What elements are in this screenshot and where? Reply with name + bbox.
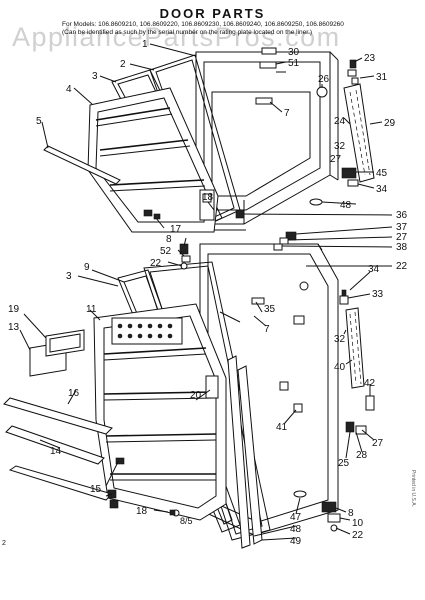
part-label: 42	[364, 378, 376, 389]
part-label: 24	[334, 116, 346, 127]
dairy-compartment	[111, 317, 183, 345]
part-label: 31	[376, 72, 388, 83]
part-label: 7	[284, 108, 290, 119]
part-label: 45	[376, 168, 388, 179]
part-label: 47	[290, 512, 302, 523]
part-label: 49	[290, 536, 302, 547]
part-label: 32	[334, 141, 346, 152]
part-label: 22	[150, 258, 162, 269]
part-label: 35	[264, 304, 276, 315]
leader-lines	[19, 43, 393, 541]
part-label: 13	[8, 322, 20, 333]
part-label: 28	[356, 450, 368, 461]
part-label: 37	[396, 222, 408, 233]
part-label: 8/5	[180, 516, 193, 526]
part-label: 2	[120, 59, 126, 70]
part-label: 48	[340, 200, 352, 211]
part-label: 40	[334, 362, 346, 373]
part-label: 8	[166, 234, 172, 245]
part-label: 9	[84, 262, 90, 273]
part-label: 20	[190, 390, 202, 401]
part-label: 34	[376, 184, 388, 195]
part-label: 8	[348, 508, 354, 519]
part-labels: 1 2 3 4 5 30 51 7 23 31 26 29 24 32 27 4…	[8, 39, 408, 547]
part-label: 18	[202, 192, 214, 203]
part-label: 3	[66, 271, 72, 282]
part-label: 22	[396, 261, 408, 272]
part-label: 30	[288, 47, 300, 58]
part-label: 16	[68, 388, 80, 399]
model-list-line-1: For Models: 106.8609210, 106.8609220, 10…	[62, 21, 344, 28]
part-label: 10	[352, 518, 364, 529]
freezer-shelf-bar	[43, 145, 121, 185]
model-list-line-2: (Can be identified as such by the serial…	[62, 29, 313, 36]
part-label: 23	[364, 53, 376, 64]
part-label: 27	[396, 232, 408, 243]
part-label: 11	[86, 304, 97, 315]
part-label: 14	[50, 446, 62, 457]
part-label: 29	[384, 118, 396, 129]
part-label: 19	[8, 304, 20, 315]
part-label: 22	[352, 530, 364, 541]
part-label: 17	[170, 224, 182, 235]
freezer-door-liner	[87, 87, 219, 233]
model-list: For Models: 106.8609210, 106.8609220, 10…	[62, 21, 412, 37]
part-label: 26	[318, 74, 330, 85]
diagram-title: DOOR PARTS	[159, 6, 266, 21]
part-label: 5	[36, 116, 42, 127]
part-label: 15	[90, 484, 102, 495]
part-label: 32	[334, 334, 346, 345]
part-label: 1	[142, 39, 148, 50]
part-label: 52	[160, 246, 172, 257]
part-label: 4	[66, 84, 72, 95]
door-shelf-bars	[3, 397, 113, 501]
print-note: Printed in U.S.A.	[410, 470, 416, 507]
part-label: 25	[338, 458, 350, 469]
part-label: 3	[92, 71, 98, 82]
part-label: 36	[396, 210, 408, 221]
corner-mark: 2	[2, 540, 6, 547]
part-label: 7	[264, 324, 270, 335]
freezer-hinge-hardware	[235, 47, 375, 219]
part-label: 27	[330, 154, 342, 165]
part-label: 34	[368, 264, 380, 275]
part-label: 41	[276, 422, 288, 433]
part-label: 38	[396, 242, 408, 253]
fresh-food-hinge-hardware	[179, 231, 375, 532]
fresh-food-door-liner	[93, 303, 227, 521]
part-label: 18	[136, 506, 148, 517]
part-label: 48	[290, 524, 302, 535]
part-label: 33	[372, 289, 384, 300]
freezer-door-panel	[195, 51, 339, 231]
part-label: 27	[372, 438, 384, 449]
dairy-door	[29, 329, 85, 377]
part-label: 51	[288, 58, 300, 69]
